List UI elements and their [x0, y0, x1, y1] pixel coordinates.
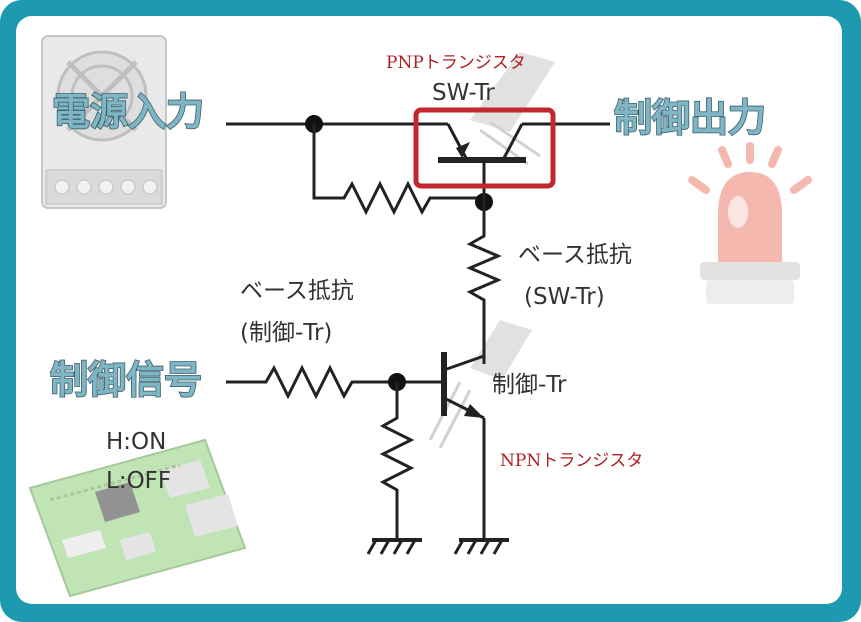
npn-transistor-label: NPNトランジスタ [500, 451, 643, 471]
circuit-board-icon [28, 438, 247, 598]
pulldown-resistor [379, 382, 415, 540]
signal-off-label: L:OFF [106, 468, 171, 494]
pnp-transistor-label: PNPトランジスタ [386, 53, 526, 73]
base-resistor-sw-label-2: (SW-Tr) [524, 284, 605, 310]
base-resistor-sw-label-1: ベース抵抗 [518, 242, 632, 268]
pnp-transistor-symbol [423, 122, 548, 202]
power-supply-icon [41, 35, 167, 209]
base-resistor-ctrl-label-2: (制御-Tr) [240, 320, 332, 346]
npn-transistor-symbol [441, 352, 486, 540]
power-input-label: 電源入力 [52, 90, 204, 134]
ground-symbol [453, 538, 509, 555]
control-output-label: 制御出力 [614, 96, 766, 140]
ground-symbol [366, 538, 422, 555]
base-resistor-ctrl-label-1: ベース抵抗 [240, 278, 354, 304]
highlight-box [413, 107, 556, 189]
base-resistor-ctrl [226, 364, 444, 400]
control-tr-label: 制御-Tr [492, 372, 567, 398]
base-resistor-sw [466, 202, 502, 364]
warning-light-icon [688, 142, 812, 304]
control-signal-label: 制御信号 [50, 358, 202, 402]
bias-resistor [312, 124, 484, 216]
sw-tr-label: SW-Tr [432, 80, 495, 106]
signal-on-label: H:ON [106, 429, 166, 455]
